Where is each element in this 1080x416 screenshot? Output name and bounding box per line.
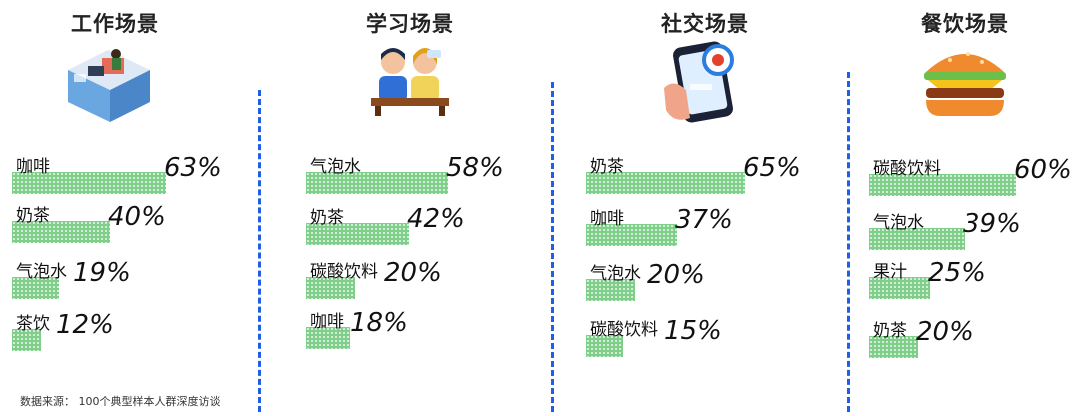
panel-title: 餐饮场景	[921, 12, 1009, 36]
value-label: 25%	[928, 258, 986, 288]
category-label: 气泡水	[310, 157, 361, 177]
value-label: 63%	[164, 153, 222, 183]
divider-3	[847, 72, 850, 412]
bar	[306, 277, 355, 299]
office-cubicle-icon	[68, 49, 150, 122]
value-label: 12%	[56, 310, 114, 340]
bar	[869, 277, 930, 299]
divider-1	[258, 90, 261, 412]
panel-study: 学习场景	[295, 0, 525, 416]
value-label: 42%	[407, 204, 465, 234]
category-label: 奶茶	[16, 206, 50, 226]
value-label: 19%	[73, 258, 131, 288]
category-label: 气泡水	[590, 264, 641, 284]
category-label: 果汁	[873, 262, 907, 282]
bar	[306, 327, 350, 349]
bar	[12, 172, 166, 194]
value-label: 60%	[1014, 155, 1072, 185]
bar	[306, 172, 448, 194]
bar	[306, 223, 409, 245]
divider-2	[551, 82, 554, 412]
panel-title: 工作场景	[71, 12, 159, 36]
bar	[586, 172, 745, 194]
value-label: 37%	[675, 205, 733, 235]
category-label: 气泡水	[16, 262, 67, 282]
category-label: 咖啡	[16, 157, 50, 177]
value-label: 39%	[963, 209, 1021, 239]
category-label: 奶茶	[590, 157, 624, 177]
category-label: 碳酸饮料	[873, 159, 941, 179]
bar	[869, 174, 1016, 196]
category-label: 奶茶	[310, 208, 344, 228]
bar	[12, 221, 110, 243]
value-label: 58%	[446, 153, 504, 183]
category-label: 气泡水	[873, 213, 924, 233]
bar	[12, 277, 59, 299]
category-label: 咖啡	[310, 312, 344, 332]
panel-work: 工作场景	[0, 0, 230, 416]
panel-title: 社交场景	[661, 12, 749, 36]
value-label: 65%	[743, 153, 801, 183]
footnote: 数据来源： 100个典型样本人群深度访谈	[20, 395, 221, 408]
bar	[586, 279, 635, 301]
panel-dining: 餐饮场景	[850, 0, 1080, 416]
panel-social: 社交场景	[590, 0, 820, 416]
category-label: 奶茶	[873, 321, 907, 341]
category-label: 碳酸饮料	[590, 320, 658, 340]
value-label: 20%	[647, 260, 705, 290]
students-studying-icon	[371, 48, 449, 116]
value-label: 40%	[108, 202, 166, 232]
value-label: 20%	[916, 317, 974, 347]
bar	[586, 224, 677, 246]
bar	[586, 335, 623, 357]
category-label: 咖啡	[590, 209, 624, 229]
value-label: 15%	[664, 316, 722, 346]
value-label: 20%	[384, 258, 442, 288]
hamburger-icon	[924, 52, 1006, 116]
panel-title: 学习场景	[366, 12, 454, 36]
value-label: 18%	[350, 308, 408, 338]
bar	[869, 228, 965, 250]
bar	[12, 329, 41, 351]
bar	[869, 336, 918, 358]
phone-social-icon	[664, 41, 734, 123]
category-label: 茶饮	[16, 314, 50, 334]
category-label: 碳酸饮料	[310, 262, 378, 282]
